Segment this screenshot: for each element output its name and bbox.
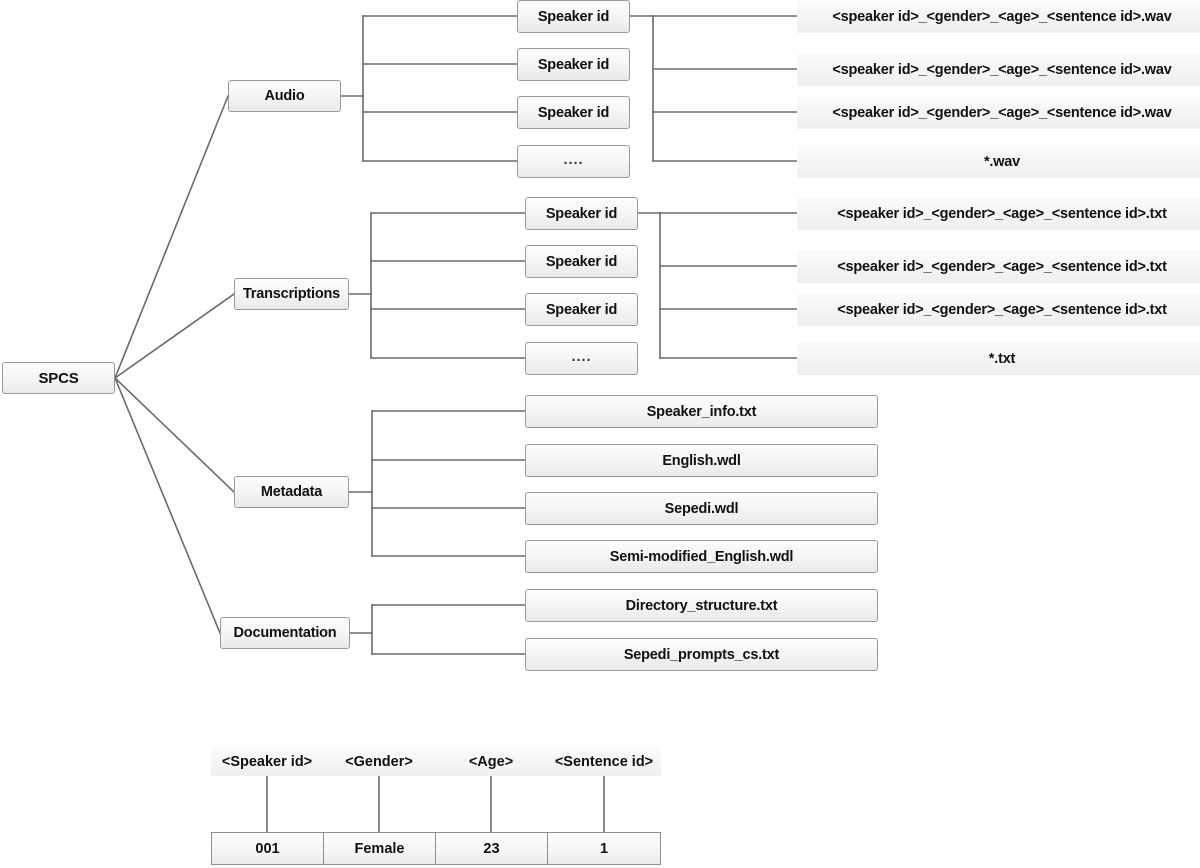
node-label: Speaker id [537,56,610,73]
node-audio-speaker-2[interactable]: Speaker id [517,48,630,81]
node-label: Speaker id [545,253,618,270]
node-audio-speaker-more[interactable]: .... [517,145,630,178]
legend-header-background [211,748,661,776]
node-label: *.txt [988,350,1016,367]
legend-value-label: 001 [255,840,280,857]
node-label: <speaker id>_<gender>_<age>_<sentence id… [832,61,1172,78]
legend-value-sentence-id[interactable]: 1 [547,832,661,865]
legend-header-gender: <Gender> [323,748,435,776]
node-label: .... [563,151,584,168]
node-audio-file-1[interactable]: <speaker id>_<gender>_<age>_<sentence id… [797,0,1200,33]
node-metadata-file-semi-modified-english-wdl[interactable]: Semi-modified_English.wdl [525,540,878,573]
node-label: <speaker id>_<gender>_<age>_<sentence id… [832,104,1172,121]
node-metadata-file-speaker-info[interactable]: Speaker_info.txt [525,395,878,428]
node-label: *.wav [983,153,1021,170]
node-audio-speaker-1[interactable]: Speaker id [517,0,630,33]
node-documentation[interactable]: Documentation [220,617,350,649]
node-label: Metadata [260,484,323,500]
node-transcriptions-file-2[interactable]: <speaker id>_<gender>_<age>_<sentence id… [797,250,1200,283]
node-audio-file-2[interactable]: <speaker id>_<gender>_<age>_<sentence id… [797,53,1200,86]
node-label: Semi-modified_English.wdl [609,548,794,565]
node-transcriptions-speaker-3[interactable]: Speaker id [525,293,638,326]
node-transcriptions-speaker-2[interactable]: Speaker id [525,245,638,278]
node-audio-file-wildcard[interactable]: *.wav [797,145,1200,178]
node-transcriptions-file-1[interactable]: <speaker id>_<gender>_<age>_<sentence id… [797,197,1200,230]
node-label: Sepedi_prompts_cs.txt [623,646,780,663]
node-label: Speaker id [537,104,610,121]
node-metadata-file-english-wdl[interactable]: English.wdl [525,444,878,477]
legend-value-gender[interactable]: Female [323,832,436,865]
legend-header-label: <Speaker id> [221,754,313,770]
legend-header-label: <Gender> [345,754,413,770]
node-documentation-file-directory-structure[interactable]: Directory_structure.txt [525,589,878,622]
node-label: Sepedi.wdl [664,500,739,517]
node-label: Directory_structure.txt [625,597,778,614]
node-audio[interactable]: Audio [228,80,341,112]
node-audio-speaker-3[interactable]: Speaker id [517,96,630,129]
node-label: <speaker id>_<gender>_<age>_<sentence id… [837,205,1167,222]
legend-header-label: <Sentence id> [554,754,654,770]
node-label: Speaker id [545,205,618,222]
legend-header-speaker-id: <Speaker id> [211,748,323,776]
node-label: Transcriptions [242,286,341,302]
node-transcriptions-file-3[interactable]: <speaker id>_<gender>_<age>_<sentence id… [797,293,1200,326]
legend-value-speaker-id[interactable]: 001 [211,832,324,865]
node-label: <speaker id>_<gender>_<age>_<sentence id… [832,8,1172,25]
node-label: Speaker id [545,301,618,318]
node-label: Audio [264,88,305,104]
node-documentation-file-sepedi-prompts[interactable]: Sepedi_prompts_cs.txt [525,638,878,671]
node-audio-file-3[interactable]: <speaker id>_<gender>_<age>_<sentence id… [797,96,1200,129]
node-label: English.wdl [662,452,741,469]
legend-value-label: Female [354,840,405,857]
node-label: Speaker id [537,8,610,25]
node-transcriptions-file-wildcard[interactable]: *.txt [797,342,1200,375]
legend-value-label: 1 [599,840,609,857]
node-label: <speaker id>_<gender>_<age>_<sentence id… [837,258,1167,275]
node-root-spcs[interactable]: SPCS [2,362,115,394]
legend-value-label: 23 [483,840,500,857]
node-label: .... [571,348,592,365]
legend-header-sentence-id: <Sentence id> [547,748,661,776]
node-transcriptions[interactable]: Transcriptions [234,278,349,310]
legend-header-age: <Age> [435,748,547,776]
legend-value-age[interactable]: 23 [435,832,548,865]
node-label: Speaker_info.txt [646,403,757,420]
node-metadata[interactable]: Metadata [234,476,349,508]
node-transcriptions-speaker-1[interactable]: Speaker id [525,197,638,230]
node-label: Documentation [233,625,337,641]
node-label: <speaker id>_<gender>_<age>_<sentence id… [837,301,1167,318]
node-metadata-file-sepedi-wdl[interactable]: Sepedi.wdl [525,492,878,525]
legend-header-label: <Age> [468,754,514,770]
node-label: SPCS [38,369,79,387]
node-transcriptions-speaker-more[interactable]: .... [525,342,638,375]
